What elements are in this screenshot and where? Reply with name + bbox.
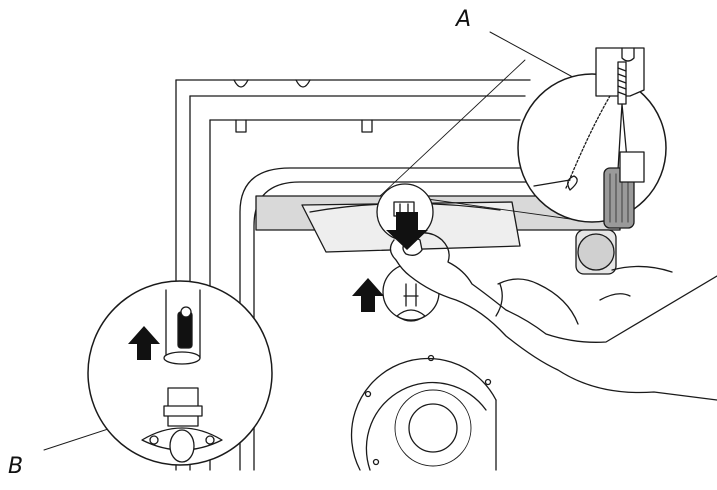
side-knob-edge	[599, 293, 631, 301]
hand-with-screwdriver	[389, 232, 717, 401]
callout-label-a: A	[456, 7, 472, 32]
oven-cavity	[239, 167, 536, 471]
side-knob-face	[577, 233, 615, 271]
callout-label-b: B	[8, 454, 24, 479]
up-arrow-icon	[352, 278, 384, 312]
up-arrow-icon	[128, 326, 160, 360]
focus-clip-slot	[399, 203, 409, 213]
zoom-line-a-2	[419, 197, 593, 223]
lower-bracket	[396, 309, 426, 322]
detail-b	[87, 280, 273, 466]
fan-cover	[350, 354, 497, 471]
detail-a	[517, 47, 667, 229]
zoom-line-a-1	[379, 59, 526, 197]
lower-nozzle	[403, 283, 419, 307]
down-arrow-icon	[386, 212, 428, 250]
